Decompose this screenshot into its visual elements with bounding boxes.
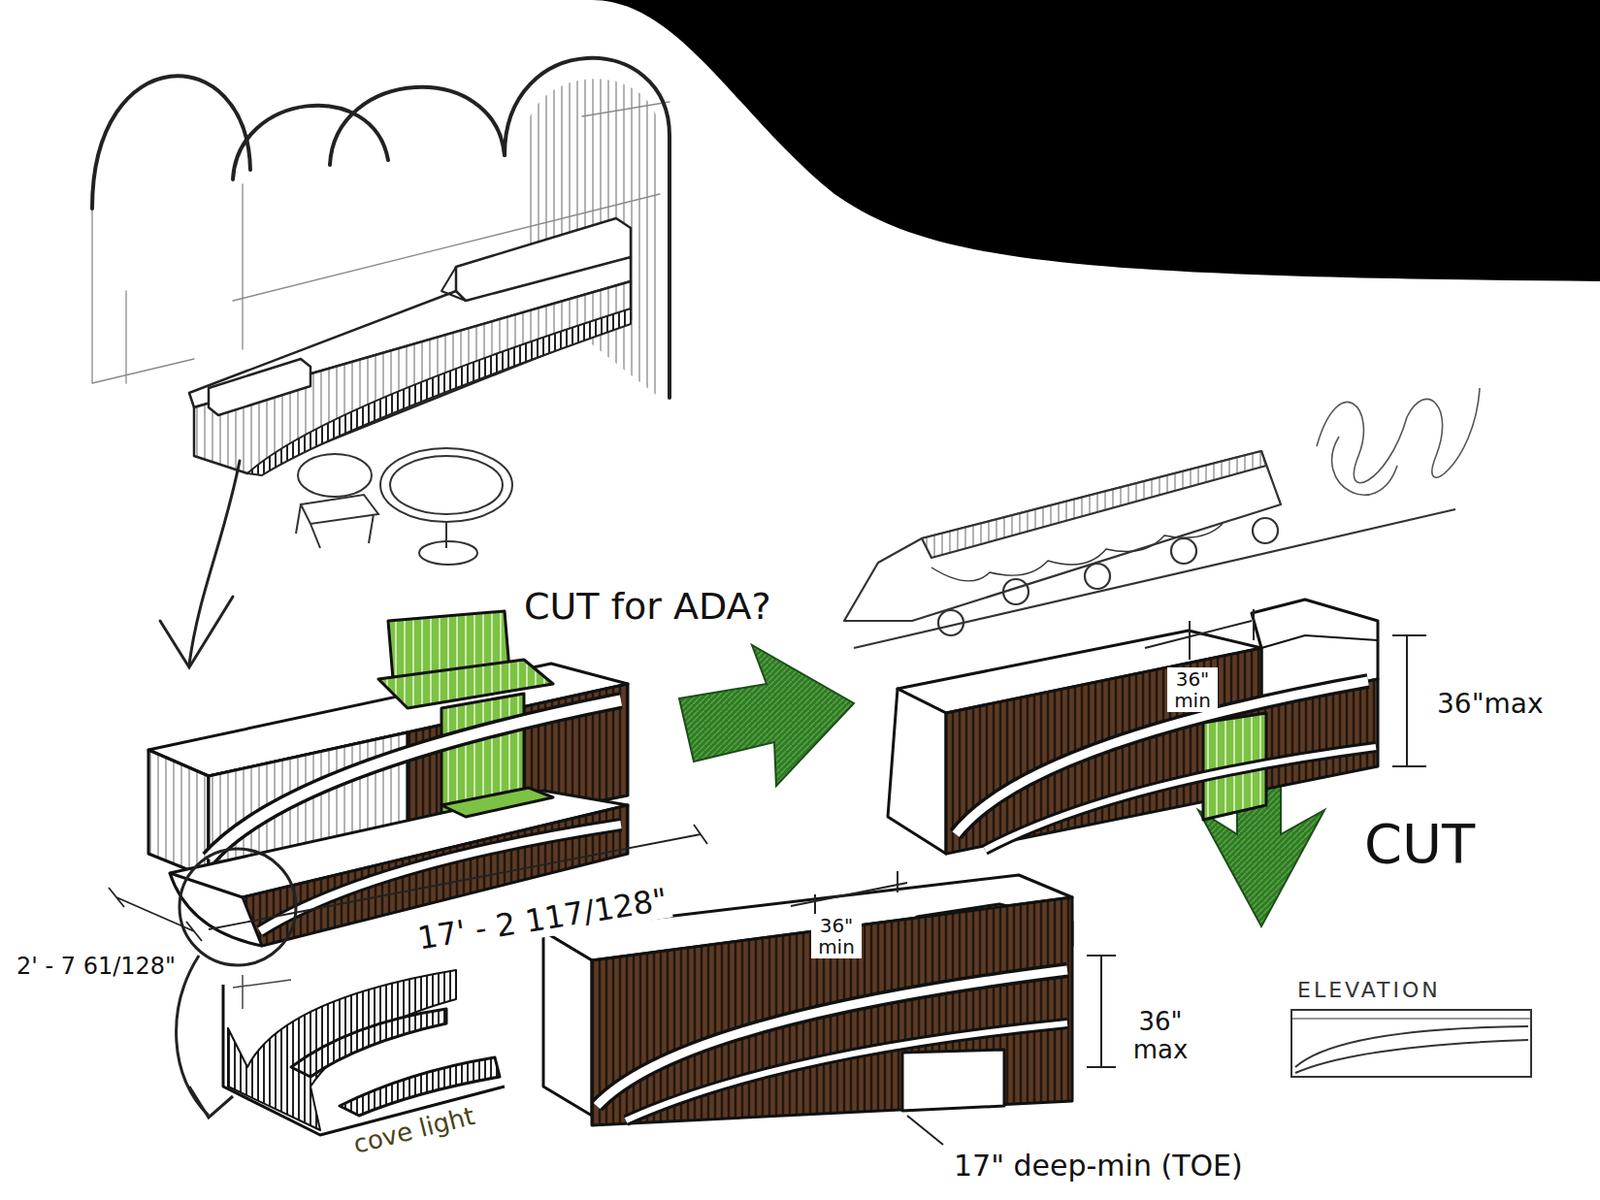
desk-option-one [148,611,628,947]
sketch-label: CUT for ADA? [521,586,775,629]
vault-sketch [92,75,251,209]
desk-option-three [596,970,1068,1107]
dimension-lines [790,871,908,917]
vault-sketch [194,281,631,474]
table-chair-sketch [295,494,379,549]
dimension-lines [790,871,1116,1145]
table-chair-sketch [295,448,513,565]
train-sketch [844,451,1281,621]
sketch-label: 36" min [1167,667,1218,713]
cove-light-detail [339,1057,500,1116]
train-sketch [938,610,964,636]
desk-option-three [625,1023,1068,1121]
elevation-sketch [1291,1017,1532,1019]
dimension-lines [1144,609,1254,660]
vault-sketch [456,218,631,301]
vault-sketch [329,87,505,165]
desk-option-two [887,688,947,854]
sketch-label: CUT [1361,813,1478,876]
dimension-lines [1144,609,1427,767]
black-ground [591,0,1600,282]
train-sketch [1084,563,1111,589]
train-sketch [1316,388,1480,495]
table-chair-sketch [297,454,372,497]
desk-option-three [591,897,1073,1126]
vault-sketch [208,359,311,416]
black-ground [591,0,1600,282]
desk-option-three [902,1049,1005,1111]
desk-option-three [625,1023,1068,1121]
sketch-label: 36"max [1434,688,1547,721]
sketch-label: 36" max [1123,1007,1198,1065]
train-sketch [1252,518,1278,544]
sketch-label: 36" min [811,914,862,959]
desk-option-two [984,747,1376,850]
green-arrow [679,645,854,786]
dimension-lines [108,887,202,942]
train-sketch [1171,538,1197,564]
vault-sketch [92,58,670,476]
flow-arrow [160,596,233,668]
elevation-sketch [1295,1040,1529,1074]
sketch-label: cove light [347,1100,481,1161]
flow-arrow [160,460,240,668]
vault-sketch [247,308,631,476]
desk-option-two [946,648,1378,854]
desk-option-three [543,931,592,1116]
elevation-sketch [1291,1010,1532,1078]
desk-option-one [378,659,554,709]
flow-arrow [189,460,240,665]
train-sketch [931,523,1223,582]
table-chair-sketch [419,541,478,565]
desk-option-three [596,970,1068,1107]
dimension-lines [179,848,296,966]
sketch-label: 17" deep-min (TOE) [950,1148,1246,1183]
desk-option-one [441,787,554,817]
table-chair-sketch [380,448,513,523]
desk-option-one [148,750,209,879]
train-sketch [1003,579,1029,605]
dimension-lines [1392,635,1427,767]
sketch-label: 2' - 7 61/128" [13,952,179,980]
vault-sketch [232,105,389,180]
table-chair-sketch [445,522,448,549]
table-chair-sketch [390,456,503,515]
train-sketch [844,388,1480,649]
dimension-lines [907,1115,944,1145]
sketch-label: 17' - 2 117/128" [412,881,673,958]
cove-light-detail [232,975,292,1010]
elevation-sketch [1291,1010,1532,1078]
cove-light-detail [291,1009,447,1078]
desk-option-two [984,747,1376,850]
dimension-lines [1086,955,1116,1068]
sketch-label: ELEVATION [1294,978,1444,1004]
desk-option-two [1261,635,1378,649]
train-sketch [921,451,1267,558]
dimension-lines [189,1086,233,1118]
vault-sketch [441,266,466,301]
desk-option-two [887,599,1378,854]
